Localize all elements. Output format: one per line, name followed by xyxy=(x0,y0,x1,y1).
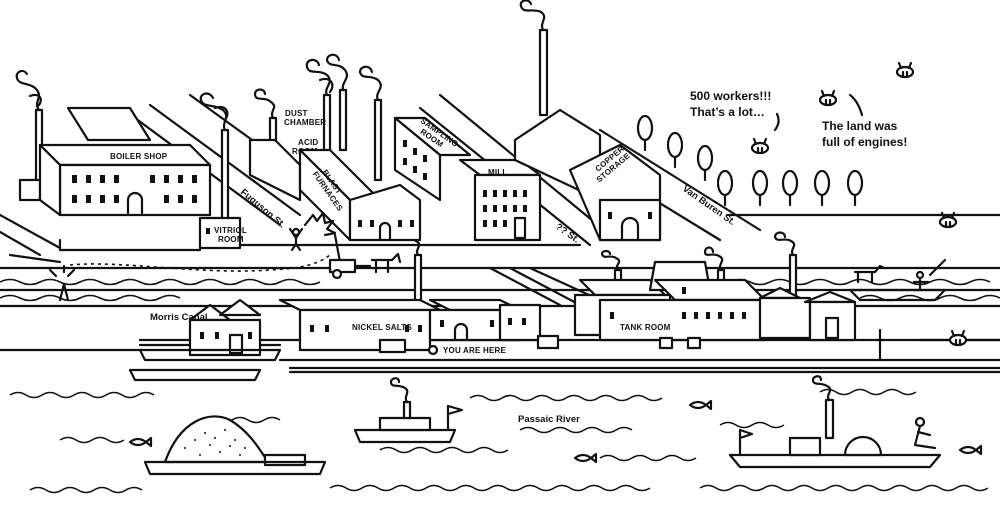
label-you-are-here: YOU ARE HERE xyxy=(443,346,506,355)
label-nickel-salts: NICKEL SALTS xyxy=(352,323,412,332)
fish-icons xyxy=(128,399,983,464)
bee-icons xyxy=(750,61,968,347)
river-waves xyxy=(9,388,989,494)
label-tank-room: TANK ROOM xyxy=(620,323,671,332)
water-spout xyxy=(48,264,76,302)
label-passaic-river: Passaic River xyxy=(518,414,580,425)
speech-tick xyxy=(848,93,864,117)
smokestack xyxy=(325,53,349,152)
boiler-shop-building: BOILER SHOP xyxy=(18,106,212,217)
paddle-steamer xyxy=(728,375,942,469)
canal-barge xyxy=(128,348,282,382)
street-label-unnamed: ?? St. xyxy=(553,221,581,245)
canal-house-building xyxy=(188,298,262,357)
furnace-house-building xyxy=(348,183,422,242)
cow xyxy=(853,264,886,284)
note-workers: 500 workers!!!That’s a lot… xyxy=(690,89,771,119)
smokestack xyxy=(519,0,549,117)
copper-storage-building: COPPERSTORAGE xyxy=(513,108,662,242)
tank-room-building: TANK ROOM xyxy=(573,260,767,350)
river-embankment xyxy=(0,328,1000,374)
sand-barge xyxy=(143,415,327,476)
speech-tick xyxy=(773,112,780,132)
label-mill: MILL xyxy=(488,168,507,177)
mill-building: MILL xyxy=(458,158,542,242)
label-boiler-shop: BOILER SHOP xyxy=(110,152,168,161)
riverside-sheds xyxy=(758,286,857,342)
smokestack xyxy=(15,69,44,192)
smokestack xyxy=(358,65,383,182)
nickel-salts-building: NICKEL SALTS xyxy=(278,298,442,354)
warehouse-building xyxy=(428,298,560,350)
sampling-room-building: SAMPLINGROOM xyxy=(393,116,472,202)
smokestack xyxy=(199,92,230,222)
canal-boat-right xyxy=(848,258,947,302)
steam-tug xyxy=(353,377,464,444)
tree-splash xyxy=(303,211,337,237)
blast-furnaces-building: BLASTFURNACES xyxy=(298,148,382,242)
label-morris-canal: Morris Canal xyxy=(150,312,208,323)
street-label-fuguson: Fuguson St. xyxy=(238,187,287,231)
horse-cart xyxy=(328,252,402,280)
you-are-here-marker: YOU ARE HERE xyxy=(427,344,506,356)
waving-figure xyxy=(288,227,304,252)
row-of-trees xyxy=(636,114,864,207)
